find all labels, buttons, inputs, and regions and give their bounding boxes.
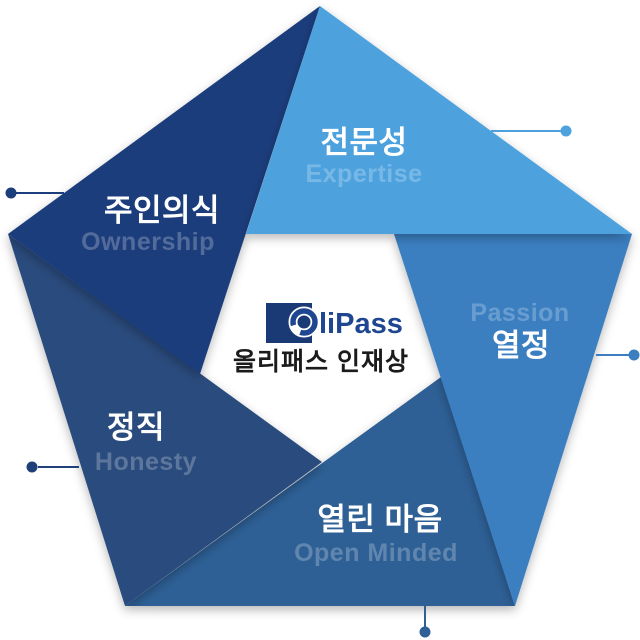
segment-passion-shape: [394, 234, 632, 606]
label-open-minded-korean: 열린 마음: [317, 502, 442, 537]
callout-passion: [596, 349, 640, 361]
callout-expertise: [491, 125, 572, 137]
label-ownership-english: Ownership: [81, 228, 215, 256]
callout-honesty: [26, 461, 79, 473]
callout-ownership-dot: [5, 187, 17, 199]
label-ownership-korean: 주인의식: [104, 193, 220, 228]
label-honesty-korean: 정직: [107, 410, 165, 445]
callout-honesty-dot: [26, 461, 38, 473]
label-passion-korean: 열정: [492, 328, 550, 363]
callout-open-minded: [419, 605, 431, 638]
label-honesty-english: Honesty: [95, 448, 197, 476]
label-expertise-english: Expertise: [305, 160, 422, 188]
center-logo-o-ring-icon: [290, 308, 318, 336]
segment-honesty-shape: [8, 234, 322, 606]
callout-passion-dot: [628, 349, 640, 361]
center-caption: 올리패스 인재상: [233, 348, 409, 376]
segment-open-minded-shape: [125, 377, 515, 606]
callout-expertise-dot: [560, 125, 572, 137]
label-expertise-korean: 전문성: [320, 125, 407, 160]
center-logo-text: liPass: [319, 308, 403, 340]
segment-expertise-shape: [246, 6, 632, 234]
callout-open-minded-dot: [419, 626, 431, 638]
label-open-minded-english: Open Minded: [294, 539, 458, 567]
segment-ownership-shape: [8, 6, 320, 374]
center-logo: liPass: [266, 303, 403, 343]
label-passion-english: Passion: [470, 299, 569, 327]
callout-ownership: [5, 187, 64, 199]
